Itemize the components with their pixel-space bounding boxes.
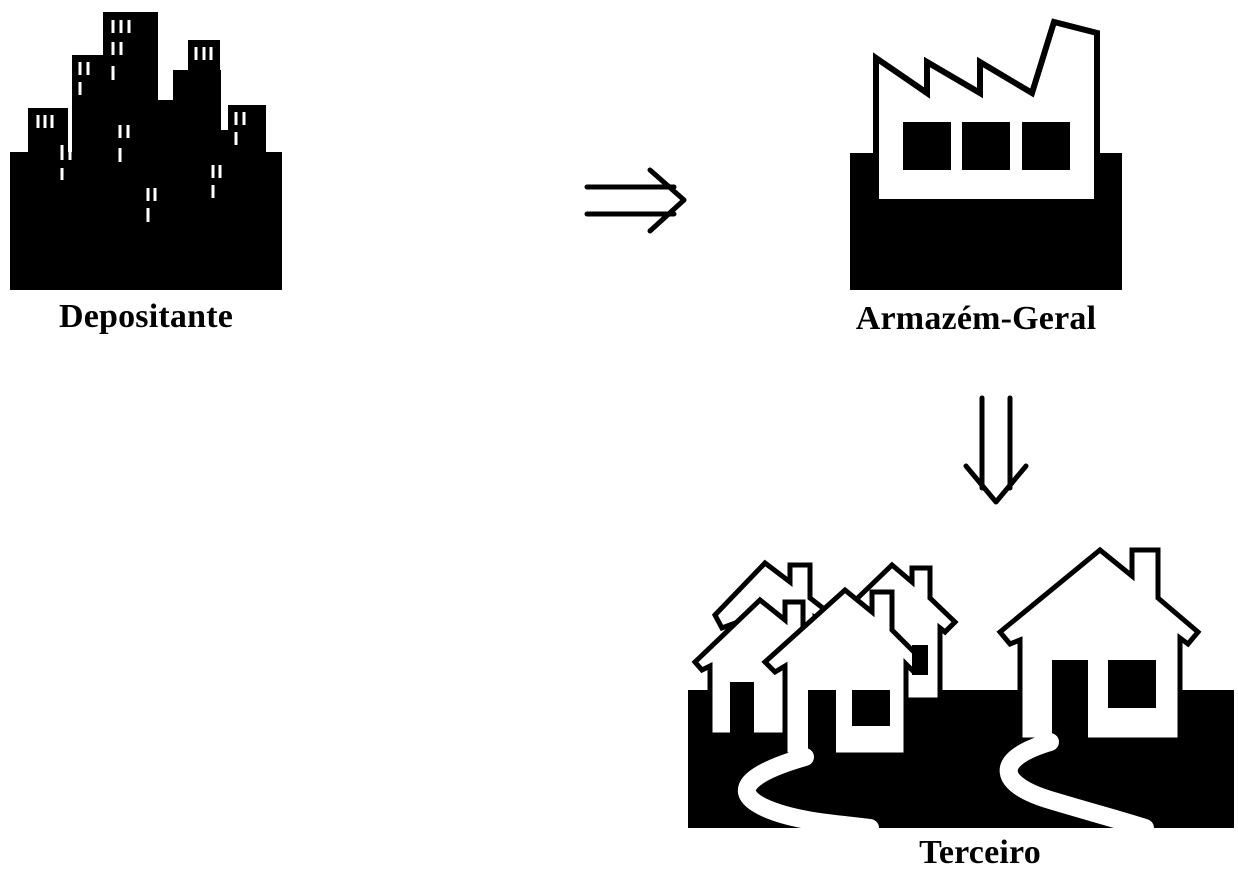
depositante-label: Depositante bbox=[58, 298, 234, 335]
armazem-label: Armazém-Geral bbox=[855, 300, 1097, 337]
terceiro-label: Terceiro bbox=[919, 834, 1041, 871]
